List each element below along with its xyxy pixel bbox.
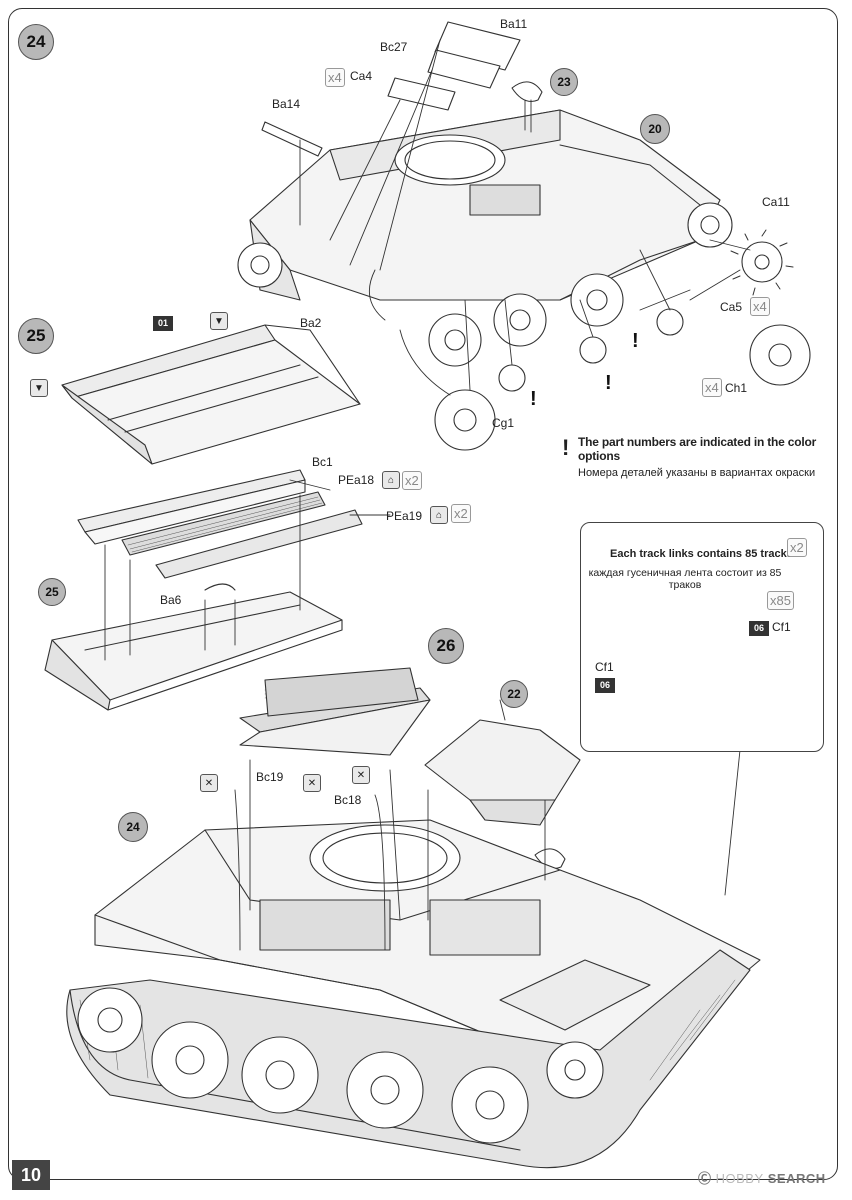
part-pea18: PEa18 — [338, 473, 375, 487]
qty-ca5: x4 — [750, 297, 770, 316]
note-exclamation-icon: ! — [562, 435, 570, 460]
part-ba6: Ba6 — [160, 593, 182, 607]
watermark-suffix: SEARCH — [767, 1171, 826, 1186]
color-option-mark: ! — [605, 372, 612, 394]
photo-etch-icon: ⌂ — [430, 506, 448, 524]
part-ba14: Ba14 — [272, 97, 301, 111]
track-links-callout: Each track links contains 85 tracks x2 к… — [580, 522, 824, 752]
note-english: The part numbers are indicated in the co… — [578, 435, 817, 463]
photo-etch-icon: ⌂ — [382, 471, 400, 489]
glue-warning-icon: ✕ — [352, 766, 370, 784]
paint-tag-06b: 06 — [595, 678, 616, 693]
step25-drawing — [44, 324, 391, 711]
interior-side-icon: ▼ — [30, 379, 48, 397]
step-26-marker: 26 — [428, 628, 464, 664]
qty-ch1: x4 — [702, 378, 722, 397]
part-ca11: Ca11 — [762, 195, 790, 209]
part-pea19: PEa19 — [386, 509, 423, 523]
color-option-mark: ! — [632, 330, 639, 352]
part-ca4: Ca4 — [350, 69, 373, 83]
part-cf1a: Cf1 — [772, 620, 791, 634]
ref-step-25: 25 — [38, 578, 66, 606]
qty-pea18: x2 — [402, 471, 422, 490]
part-bc19: Bc19 — [256, 770, 284, 784]
part-ba11: Ba11 — [500, 17, 528, 31]
paint-tag-01: 01 — [153, 316, 174, 331]
part-bc27: Bc27 — [380, 40, 408, 54]
note-russian: Номера деталей указаны в вариантах окрас… — [578, 467, 816, 479]
color-options-note: ! The part numbers are indicated in the … — [562, 435, 852, 479]
qty-track-x2: x2 — [787, 538, 807, 557]
interior-side-icon: ▼ — [210, 312, 228, 330]
track-title-en: Each track links contains 85 tracks — [610, 548, 793, 560]
part-bc1: Bc1 — [312, 455, 333, 469]
qty-pea19: x2 — [451, 504, 471, 523]
part-cf1b: Cf1 — [595, 660, 614, 674]
ref-step-24: 24 — [118, 812, 148, 842]
part-ca5: Ca5 — [720, 300, 743, 314]
ref-step-22: 22 — [500, 680, 528, 708]
qty-ca4: x4 — [325, 68, 345, 87]
glue-warning-icon: ✕ — [303, 774, 321, 792]
track-title-ru: каждая гусеничная лента состоит из 85 тр… — [588, 567, 782, 591]
color-option-mark: ! — [530, 388, 537, 410]
glue-warning-icon: ✕ — [200, 774, 218, 792]
part-ba2: Ba2 — [300, 316, 322, 330]
watermark-brand: HOBBY — [715, 1171, 764, 1186]
part-ch1: Ch1 — [725, 381, 748, 395]
qty-track-x85: x85 — [767, 591, 794, 610]
step-25-marker: 25 — [18, 318, 54, 354]
part-bc18: Bc18 — [334, 793, 362, 807]
step-24-marker: 24 — [18, 24, 54, 60]
step24-hull-drawing — [237, 21, 811, 870]
paint-tag-06a: 06 — [749, 621, 770, 636]
ref-step-23: 23 — [550, 68, 578, 96]
step26-hull-drawing — [66, 667, 761, 1169]
watermark: Ⓒ HOBBY SEARCH — [698, 1171, 826, 1186]
page-number: 10 — [12, 1160, 50, 1190]
part-cg1: Cg1 — [492, 416, 515, 430]
ref-step-20: 20 — [640, 114, 670, 144]
